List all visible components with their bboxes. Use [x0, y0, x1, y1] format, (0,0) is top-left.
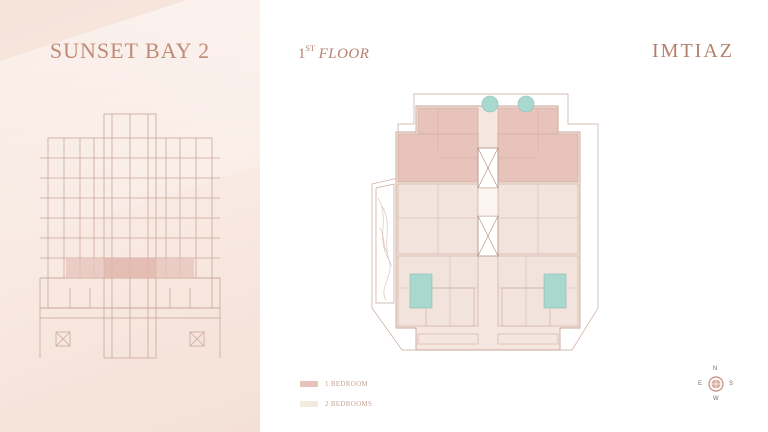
compass-icon	[708, 376, 724, 392]
building-section-panel: SUNSET BAY 2	[0, 0, 260, 432]
legend-swatch-1-bedroom	[300, 381, 318, 387]
compass-rose: N S W E	[696, 364, 736, 404]
legend-label-2-bedrooms: 2 BEDROOMS	[325, 400, 373, 408]
compass-s: S	[729, 381, 734, 387]
legend-item-1-bedroom: 1 BEDROOM	[300, 374, 372, 394]
floor-word: FLOOR	[318, 46, 370, 62]
legend-label-1-bedroom: 1 BEDROOM	[325, 380, 368, 388]
brand-logo: IMTIAZ	[652, 40, 734, 62]
compass-n: N	[713, 366, 718, 372]
floor-number-suffix: ST	[305, 44, 315, 53]
building-section-drawing	[39, 113, 221, 359]
floor-number: 1	[298, 46, 306, 62]
compass-w: W	[713, 396, 719, 402]
compass-e: E	[698, 381, 703, 387]
floor-plan-drawing	[371, 93, 599, 351]
legend-swatch-2-bedrooms	[300, 401, 318, 407]
project-title: SUNSET BAY 2	[49, 38, 211, 63]
floor-title: 1ST FLOOR	[298, 44, 369, 63]
legend-item-2-bedrooms: 2 BEDROOMS	[300, 394, 372, 414]
unit-legend: 1 BEDROOM 2 BEDROOMS	[300, 374, 372, 414]
